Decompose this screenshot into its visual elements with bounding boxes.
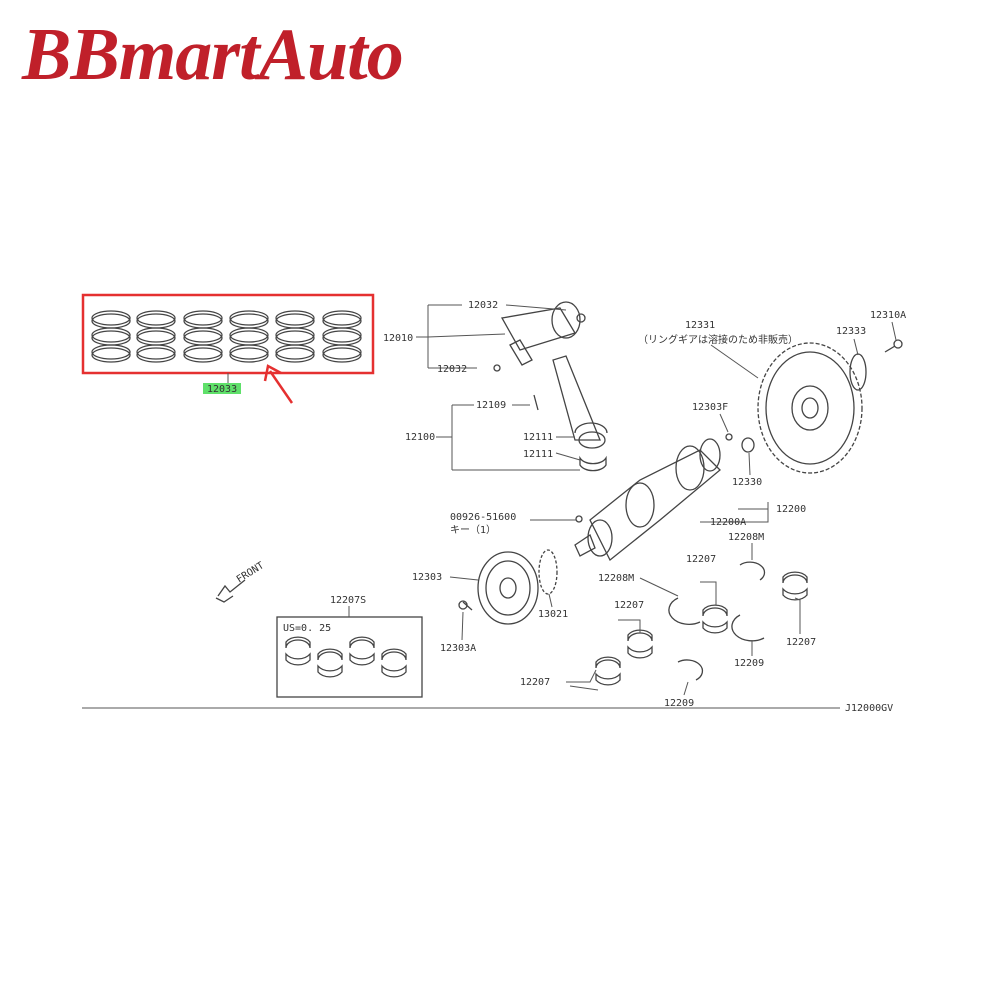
part-label-12303a: 12303A: [440, 643, 476, 654]
undersize-bearing-set: US=0. 25: [276, 616, 423, 698]
diagram-code: J12000GV: [845, 703, 893, 714]
part-label-12032: 12032: [468, 300, 498, 311]
part-label-12333: 12333: [836, 326, 866, 337]
part-label-12209: 12209: [664, 698, 694, 709]
part-label-12207s: 12207S: [330, 595, 366, 606]
part-label-00926-51600: 00926-51600: [450, 512, 516, 523]
part-tag-highlight: [203, 383, 241, 394]
part-label-12207: 12207: [786, 637, 816, 648]
part-label-12207: 12207: [686, 554, 716, 565]
part-label-12207: 12207: [614, 600, 644, 611]
highlight-arrow: [268, 370, 294, 404]
part-label-12111: 12111: [523, 449, 553, 460]
piston-assembly: [493, 301, 608, 472]
part-label-12208m: 12208M: [598, 573, 634, 584]
part-label-12200: 12200: [776, 504, 806, 515]
part-label-12310a: 12310A: [870, 310, 906, 321]
part-label-12330: 12330: [732, 477, 762, 488]
front-label: FRONT: [235, 560, 266, 585]
main-bearings: [595, 561, 808, 686]
part-label-12209: 12209: [734, 658, 764, 669]
part-label-12207: 12207: [520, 677, 550, 688]
part-label-12111: 12111: [523, 432, 553, 443]
part-label-12100: 12100: [405, 432, 435, 443]
part-label-12032: 12032: [437, 364, 467, 375]
part-label-12303f: 12303F: [692, 402, 728, 413]
key-qty-label: キー（1）: [450, 524, 496, 536]
part-label-13021: 13021: [538, 609, 568, 620]
part-label-12208m: 12208M: [728, 532, 764, 543]
crank-pulley: [458, 549, 558, 625]
crankshaft: [574, 438, 721, 562]
part-label-12303: 12303: [412, 572, 442, 583]
piston-ring-set: [81, 293, 375, 375]
brand-logo: BBmartAuto: [22, 14, 404, 96]
part-label-12010: 12010: [383, 333, 413, 344]
part-label-12109: 12109: [476, 400, 506, 411]
front-indicator: FRONT: [215, 560, 266, 603]
flywheel-note: （リングギアは溶接のため非販売）: [638, 333, 798, 346]
flywheel: [725, 339, 903, 474]
undersize-label: US=0. 25: [283, 623, 331, 634]
part-label-12331: 12331: [685, 320, 715, 331]
part-label-12033: 12033: [207, 384, 237, 395]
part-label-12200a: 12200A: [710, 517, 746, 528]
